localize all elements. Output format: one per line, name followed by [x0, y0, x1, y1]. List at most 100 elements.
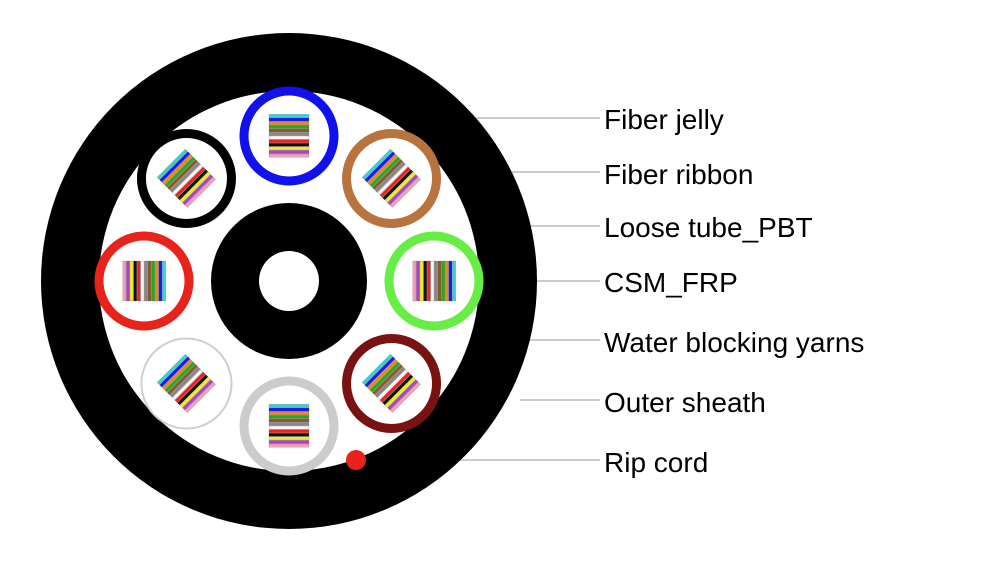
fiber	[268, 139, 310, 143]
fiber-ribbon	[156, 148, 216, 208]
fiber	[387, 379, 419, 411]
loose-tube	[384, 231, 484, 331]
fiber	[268, 425, 310, 430]
fiber	[268, 150, 310, 154]
fiber	[361, 148, 393, 180]
fiber	[361, 353, 393, 385]
fiber	[268, 443, 310, 448]
fiber	[377, 369, 409, 401]
fiber	[126, 260, 130, 302]
fiber	[268, 128, 310, 133]
rip-cord	[346, 450, 366, 470]
fiber	[372, 159, 403, 190]
fiber	[445, 260, 449, 302]
fiber	[437, 260, 442, 302]
fiber	[137, 260, 141, 302]
fiber	[177, 374, 209, 406]
fiber	[268, 415, 310, 419]
fiber	[419, 260, 424, 302]
fiber	[182, 174, 214, 206]
fiber	[389, 176, 421, 208]
fiber	[159, 356, 191, 388]
fiber	[156, 148, 188, 180]
fiber	[364, 151, 396, 183]
fiber	[268, 146, 310, 151]
loose-tube	[140, 337, 233, 430]
fiber	[174, 166, 206, 198]
fiber	[452, 260, 456, 302]
fiber	[268, 429, 310, 433]
fiber	[382, 169, 414, 201]
label-water-blocking-yarns: Water blocking yarns	[604, 327, 864, 358]
fiber	[268, 440, 310, 444]
fiber	[268, 407, 310, 412]
fiber	[268, 433, 310, 437]
fiber	[167, 364, 198, 395]
fiber	[158, 260, 163, 302]
loose-tubes	[94, 86, 484, 476]
fiber-ribbon	[361, 353, 421, 413]
fiber	[177, 169, 209, 201]
fiber	[172, 164, 204, 196]
fiber	[147, 260, 152, 302]
fiber	[268, 114, 310, 118]
fiber	[144, 260, 148, 302]
fiber	[140, 260, 145, 302]
fiber	[268, 121, 310, 125]
fiber	[268, 117, 310, 122]
fiber	[412, 260, 417, 302]
fiber	[179, 376, 211, 408]
fiber	[268, 153, 310, 158]
fiber	[129, 260, 134, 302]
fiber	[268, 411, 310, 415]
fiber	[441, 260, 445, 302]
fiber	[268, 132, 310, 136]
fiber	[164, 156, 196, 188]
fiber	[448, 260, 453, 302]
loose-tube	[342, 128, 442, 228]
fiber	[382, 374, 414, 406]
fiber	[268, 418, 310, 423]
loose-tube	[136, 128, 236, 228]
loose-tube	[342, 334, 442, 434]
fiber	[164, 361, 196, 393]
fiber	[169, 366, 201, 398]
fiber	[162, 359, 193, 390]
fiber	[377, 164, 409, 196]
fiber	[122, 260, 127, 302]
fiber	[151, 260, 155, 302]
fiber	[364, 356, 396, 388]
loose-tube	[94, 231, 194, 331]
fiber	[268, 125, 310, 129]
fiber	[379, 371, 411, 403]
label-outer-sheath: Outer sheath	[604, 387, 766, 418]
csm-frp-core	[259, 251, 319, 311]
fiber	[367, 359, 398, 390]
fiber	[384, 376, 416, 408]
fiber	[167, 159, 198, 190]
fiber	[372, 364, 403, 395]
fiber	[169, 161, 201, 193]
labels: Fiber jelly Fiber ribbon Loose tube_PBT …	[604, 104, 864, 478]
fiber-ribbon	[268, 404, 310, 448]
fiber	[268, 422, 310, 426]
label-rip-cord: Rip cord	[604, 447, 708, 478]
fiber	[268, 135, 310, 140]
label-csm-frp: CSM_FRP	[604, 267, 738, 298]
fiber	[427, 260, 431, 302]
fiber	[159, 151, 191, 183]
fiber	[174, 371, 206, 403]
fiber	[389, 381, 421, 413]
fiber	[416, 260, 420, 302]
fiber	[367, 154, 398, 185]
fiber	[387, 174, 419, 206]
fiber-ribbon	[268, 114, 310, 158]
fiber	[184, 176, 216, 208]
fiber	[268, 436, 310, 441]
loose-tube	[239, 376, 339, 476]
fiber	[369, 361, 401, 393]
fiber	[430, 260, 435, 302]
label-fiber-ribbon: Fiber ribbon	[604, 159, 753, 190]
fiber	[162, 260, 166, 302]
